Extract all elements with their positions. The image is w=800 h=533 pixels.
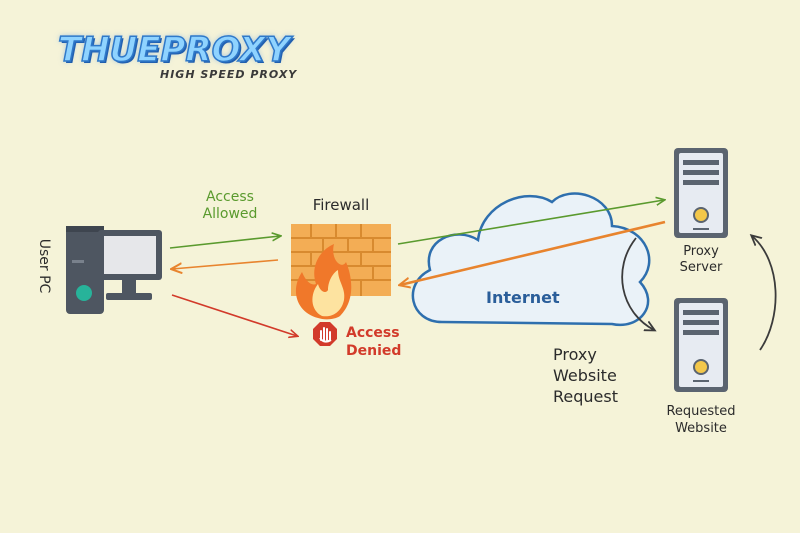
logo-subtitle: HIGH SPEED PROXY xyxy=(160,68,298,81)
user-pc-label: User PC xyxy=(36,238,52,294)
access-allowed-label: Access Allowed xyxy=(190,189,270,223)
website-server-icon xyxy=(674,298,728,392)
allowed-arrow-pc-to-firewall xyxy=(169,236,280,249)
requested-website-line1: Requested xyxy=(666,404,736,419)
requested-website-label: Requested Website xyxy=(656,403,746,437)
stop-hand-icon xyxy=(313,322,337,346)
firewall-label: Firewall xyxy=(312,196,370,214)
proxy-server-line1: Proxy xyxy=(683,244,719,259)
proxy-server-line2: Server xyxy=(679,260,723,275)
response-arrow-website-to-proxy xyxy=(752,236,777,351)
proxy-server-icon xyxy=(674,148,728,238)
proxy-website-request-label: Proxy Website Request xyxy=(553,344,643,407)
access-denied-line2: Denied xyxy=(346,343,402,359)
access-denied-line1: Access xyxy=(346,325,400,341)
denied-arrow-pc-to-firewall xyxy=(171,294,297,336)
allowed-arrow-firewall-to-proxy xyxy=(397,200,664,245)
user-pc-icon xyxy=(66,226,162,314)
requested-website-line2: Website xyxy=(675,421,727,436)
logo-title: THUEPROXY xyxy=(57,29,291,71)
response-arrow-firewall-to-pc xyxy=(172,259,279,269)
response-arrow-proxy-to-firewall xyxy=(400,220,666,285)
access-denied-label: Access Denied xyxy=(346,324,410,360)
access-allowed-line1: Access xyxy=(206,189,254,205)
proxy-request-line3: Request xyxy=(553,387,618,406)
internet-label: Internet xyxy=(486,288,560,307)
access-allowed-line2: Allowed xyxy=(202,206,258,222)
internet-cloud-icon xyxy=(411,192,651,327)
proxy-request-line1: Proxy xyxy=(553,345,597,364)
proxy-request-line2: Website xyxy=(553,366,617,385)
firewall-icon xyxy=(291,224,391,320)
request-arrow-proxy-to-website xyxy=(621,237,654,330)
proxy-server-label: Proxy Server xyxy=(668,244,734,276)
